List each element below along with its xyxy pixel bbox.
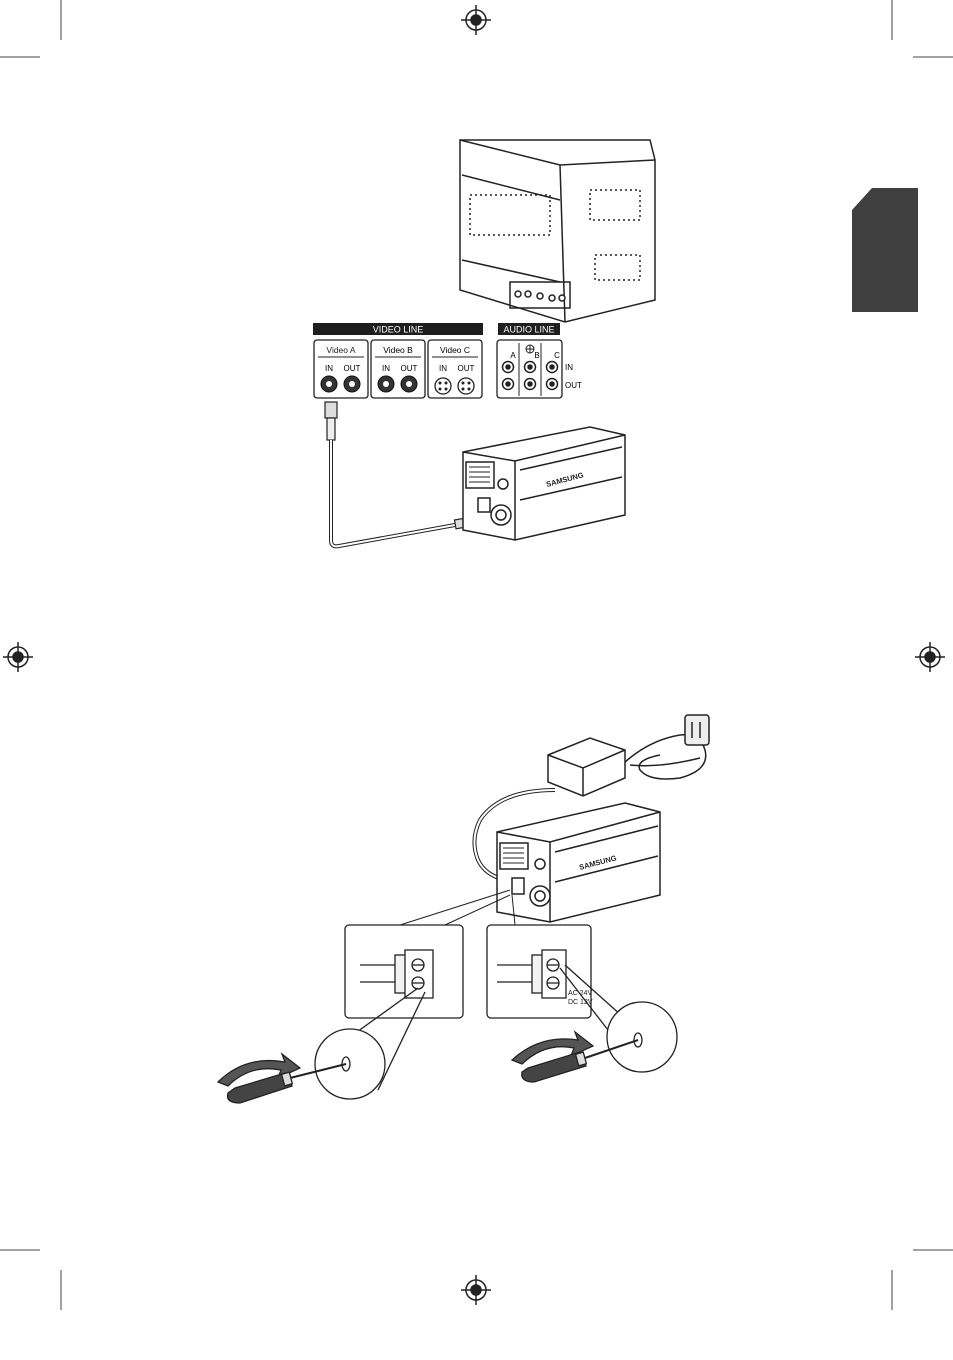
video-line-panel: VIDEO LINE Video A IN OUT Video B IN OUT xyxy=(313,323,483,398)
audio-in-label: IN xyxy=(565,363,573,372)
video-b-out-label: OUT xyxy=(401,364,418,373)
camera-illustration-top xyxy=(463,427,625,540)
video-c-in-label: IN xyxy=(439,364,447,373)
audio-line-header: AUDIO LINE xyxy=(503,325,554,335)
chapter-tab xyxy=(852,188,918,312)
video-a-label: Video A xyxy=(326,345,355,355)
video-c-out-label: OUT xyxy=(458,364,475,373)
video-c-out-jack xyxy=(458,378,474,394)
ground-symbol-icon xyxy=(526,345,534,353)
video-a-out-label: OUT xyxy=(344,364,361,373)
registration-mark-left xyxy=(3,642,33,672)
video-line-header: VIDEO LINE xyxy=(373,325,424,335)
video-c-in-jack xyxy=(435,378,451,394)
video-a-group: Video A IN OUT xyxy=(314,340,368,398)
audio-channel-a-label: A xyxy=(510,351,516,360)
audio-line-panel: AUDIO LINE A B C IN OUT xyxy=(497,323,582,398)
video-b-label: Video B xyxy=(383,345,413,355)
video-b-group: Video B IN OUT xyxy=(371,340,425,398)
audio-channel-b-label: B xyxy=(534,351,539,360)
bnc-video-cable xyxy=(325,402,478,546)
registration-mark-bottom xyxy=(461,1275,491,1305)
video-a-in-label: IN xyxy=(325,364,333,373)
audio-channel-c-label: C xyxy=(554,351,560,360)
video-b-in-label: IN xyxy=(382,364,390,373)
registration-mark-right xyxy=(915,642,945,672)
audio-out-label: OUT xyxy=(565,381,582,390)
monitor-rear-illustration xyxy=(460,140,655,322)
terminal-detail-left xyxy=(345,925,463,1018)
power-adapter-illustration xyxy=(548,715,709,796)
video-c-group: Video C IN OUT xyxy=(428,340,482,398)
registration-mark-top xyxy=(461,5,491,35)
video-c-label: Video C xyxy=(440,345,470,355)
